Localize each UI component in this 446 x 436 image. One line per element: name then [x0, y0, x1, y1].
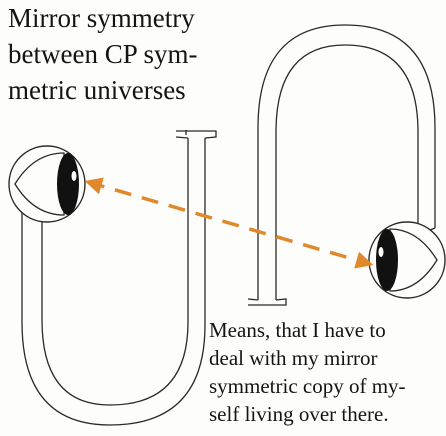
right-eye-icon — [368, 221, 446, 299]
bottom-caption-line-4: self living over there. — [209, 402, 389, 426]
top-caption-line-3: metric universes — [8, 75, 186, 105]
bottom-caption-line-2: deal with my mirror — [209, 346, 378, 370]
bottom-caption-line-1: Means, that I have to — [209, 318, 386, 342]
left-eye-icon — [8, 145, 86, 223]
top-caption-line-1: Mirror symmetry — [8, 3, 195, 33]
bottom-caption-line-3: symmetric copy of my- — [209, 374, 406, 398]
mirror-arrow — [84, 177, 374, 269]
top-caption-line-2: between CP sym- — [8, 39, 198, 69]
